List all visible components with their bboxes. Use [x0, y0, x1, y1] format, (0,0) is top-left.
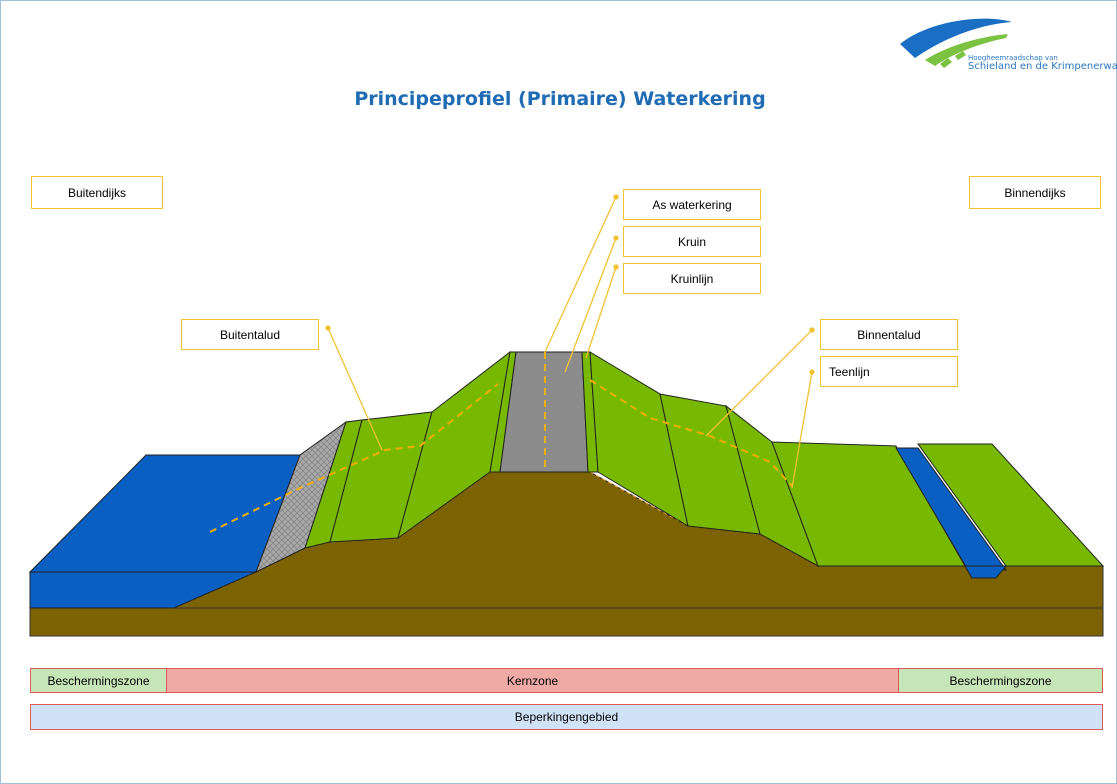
leader-dot-as-waterkering	[613, 194, 619, 200]
leader-kruinlijn	[585, 266, 617, 359]
label-buitendijks: Buitendijks	[31, 176, 163, 209]
leader-dot-kruin	[613, 235, 619, 241]
leader-binnentalud	[705, 329, 813, 437]
leader-dot-buitentalud	[325, 325, 331, 331]
zone-beschermingszone-right: Beschermingszone	[898, 668, 1103, 693]
leader-dot-teenlijn	[809, 369, 815, 375]
zone-beschermingszone-left: Beschermingszone	[30, 668, 167, 693]
leader-dot-kruinlijn	[613, 264, 619, 270]
leader-dot-binnentalud	[809, 327, 815, 333]
logo-line2: Schieland en de Krimpenerwaard	[968, 61, 1117, 72]
outer-slope-dashed	[209, 383, 499, 533]
water-front	[29, 571, 257, 609]
water-top	[28, 454, 301, 573]
logo-line1: Hoogheemraadschap van	[968, 54, 1058, 62]
label-teenlijn: Teenlijn	[820, 356, 958, 387]
leader-as-waterkering	[544, 196, 617, 353]
inner-slope-dashed	[589, 379, 793, 487]
label-kruin: Kruin	[623, 226, 761, 257]
label-binnendijks: Binnendijks	[969, 176, 1101, 209]
leader-kruin	[564, 237, 617, 373]
hinterland	[771, 441, 966, 567]
zone-beperkingengebied: Beperkingengebied	[30, 704, 1103, 730]
leader-buitentalud	[327, 327, 383, 451]
ditch-water	[895, 447, 1007, 571]
label-binnentalud: Binnentalud	[820, 319, 958, 350]
zone-kernzone: Kernzone	[166, 668, 899, 693]
label-as-waterkering: As waterkering	[623, 189, 761, 220]
label-buitentalud: Buitentalud	[181, 319, 319, 350]
label-kruinlijn: Kruinlijn	[623, 263, 761, 294]
ditch-bottom	[964, 565, 1008, 579]
hinterland-right	[917, 443, 1105, 567]
leader-teenlijn	[791, 371, 813, 489]
page-title: Principeprofiel (Primaire) Waterkering	[354, 88, 766, 110]
